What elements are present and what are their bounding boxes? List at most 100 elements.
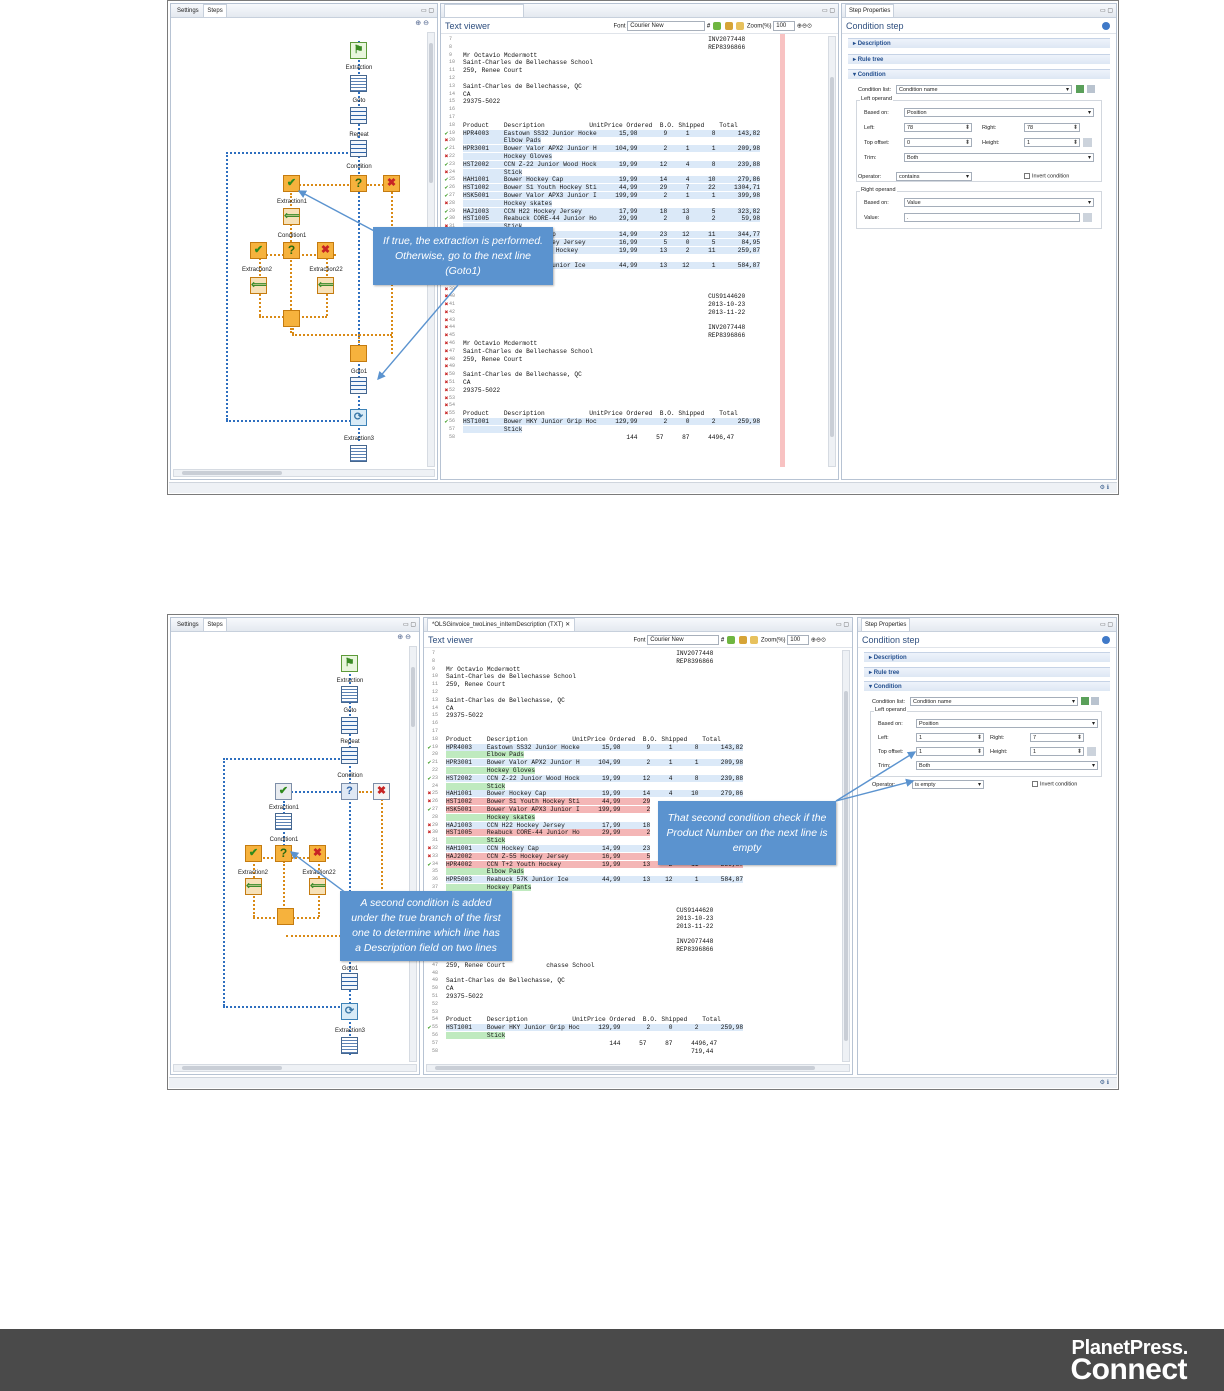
top-offset-input[interactable]: 1 xyxy=(916,747,984,756)
extraction2-icon[interactable]: ⟸ xyxy=(245,878,262,895)
goto1-icon[interactable] xyxy=(350,377,367,394)
trim-select[interactable]: Both xyxy=(916,761,1098,770)
zoom-input[interactable]: 100 xyxy=(773,21,796,31)
operator-select[interactable]: is empty xyxy=(912,780,984,789)
condition-list-select[interactable]: Condition name xyxy=(896,85,1072,94)
extraction22-icon[interactable]: ⟸ xyxy=(317,277,334,294)
repeat-icon[interactable] xyxy=(350,140,367,157)
add-condition-icon[interactable] xyxy=(1076,85,1084,93)
zoom-in-icon[interactable]: ⊕ xyxy=(810,637,816,644)
panel-controls[interactable]: ▭ ▢ xyxy=(1099,8,1113,14)
condition1-icon[interactable]: ? xyxy=(275,845,292,862)
lock-icon[interactable] xyxy=(750,636,759,644)
zoom-out-icon[interactable]: ⊖ xyxy=(815,637,821,644)
lock-icon[interactable] xyxy=(736,22,745,30)
condition1-icon[interactable]: ? xyxy=(283,242,300,259)
extraction1-icon[interactable] xyxy=(275,813,292,830)
right-based-on-select[interactable]: Value xyxy=(904,198,1094,207)
tab-step-properties[interactable]: Step Properties xyxy=(861,618,911,631)
tab-steps[interactable]: Steps xyxy=(203,618,227,631)
editor-hscrollbar[interactable] xyxy=(426,1064,850,1072)
value-input[interactable]: . xyxy=(904,213,1080,222)
steps-hscrollbar[interactable] xyxy=(173,469,435,477)
remove-condition-icon[interactable] xyxy=(1087,85,1095,93)
tab-steps[interactable]: Steps xyxy=(203,4,227,17)
zoom-in-icon[interactable]: ⊕ xyxy=(415,20,422,27)
tab-settings[interactable]: Settings xyxy=(177,8,199,14)
top-offset-input[interactable]: 0 xyxy=(904,138,972,147)
help-icon[interactable] xyxy=(1102,636,1110,644)
panel-controls[interactable]: ▭ ▢ xyxy=(1099,622,1113,628)
extraction22-icon[interactable]: ⟸ xyxy=(309,878,326,895)
steps-scrollbar[interactable] xyxy=(409,646,417,1062)
section-rule-tree[interactable]: ▸ Rule tree xyxy=(848,54,1110,64)
zoom-fit-icon[interactable]: ⊙ xyxy=(820,637,826,644)
operator-select[interactable]: contains xyxy=(896,172,972,181)
true-branch-icon[interactable]: ✔ xyxy=(250,242,267,259)
editor-scrollbar[interactable] xyxy=(842,650,850,1062)
goto-icon[interactable] xyxy=(341,717,358,734)
pick-icon[interactable] xyxy=(1087,747,1096,756)
panel-controls[interactable]: ▭ ▢ xyxy=(420,8,434,14)
panel-controls[interactable]: ▭ ▢ xyxy=(402,622,416,628)
height-input[interactable]: 1 xyxy=(1030,747,1084,756)
trim-select[interactable]: Both xyxy=(904,153,1094,162)
remove-condition-icon[interactable] xyxy=(1091,697,1099,705)
help-icon[interactable] xyxy=(1102,22,1110,30)
condition-icon[interactable]: ? xyxy=(350,175,367,192)
flag-icon[interactable]: ⚑ xyxy=(350,42,367,59)
extraction1-icon[interactable]: ⟸ xyxy=(283,208,300,225)
extraction-icon[interactable] xyxy=(341,686,358,703)
true-branch-icon[interactable]: ✔ xyxy=(275,783,292,800)
left-input[interactable]: 78 xyxy=(904,123,972,132)
false-branch-icon[interactable]: ✖ xyxy=(373,783,390,800)
leaf-icon[interactable] xyxy=(726,636,735,644)
section-rule-tree[interactable]: ▸ Rule tree xyxy=(864,667,1110,677)
steps-hscrollbar[interactable] xyxy=(173,1064,417,1072)
add-condition-icon[interactable] xyxy=(1081,697,1089,705)
section-condition[interactable]: ▾ Condition xyxy=(864,681,1110,691)
true-branch-icon[interactable]: ✔ xyxy=(283,175,300,192)
extraction2-icon[interactable]: ⟸ xyxy=(250,277,267,294)
zoom-tools[interactable]: ⊕ ⊖ xyxy=(171,632,419,644)
false-branch-icon[interactable]: ✖ xyxy=(317,242,334,259)
status-icons[interactable]: ⚙ ℹ xyxy=(1099,485,1109,491)
leaf-icon[interactable] xyxy=(712,22,721,30)
editor-tab-file[interactable] xyxy=(444,4,525,17)
invert-condition-checkbox[interactable]: Invert condition xyxy=(1032,781,1077,787)
zoom-in-icon[interactable]: ⊕ xyxy=(796,23,802,30)
tab-step-properties[interactable]: Step Properties xyxy=(845,4,895,17)
extraction-icon[interactable] xyxy=(350,75,367,92)
zoom-out-icon[interactable]: ⊖ xyxy=(801,23,807,30)
font-select[interactable]: Courier New xyxy=(647,635,720,645)
loop-icon[interactable]: ⟳ xyxy=(350,409,367,426)
condition-icon[interactable]: ? xyxy=(341,783,358,800)
loop-icon[interactable]: ⟳ xyxy=(341,1003,358,1020)
status-icons[interactable]: ⚙ ℹ xyxy=(1099,1080,1109,1086)
zoom-in-icon[interactable]: ⊕ xyxy=(397,634,404,641)
dict-icon[interactable] xyxy=(738,636,747,644)
goto-icon[interactable] xyxy=(350,107,367,124)
false-branch-icon[interactable]: ✖ xyxy=(309,845,326,862)
flag-icon[interactable]: ⚑ xyxy=(341,655,358,672)
condition-list-select[interactable]: Condition name xyxy=(910,697,1078,706)
left-input[interactable]: 1 xyxy=(916,733,984,742)
repeat-icon[interactable] xyxy=(341,747,358,764)
right-input[interactable]: 7 xyxy=(1030,733,1084,742)
close-icon[interactable]: ✕ xyxy=(565,622,571,628)
font-select[interactable]: Courier New xyxy=(627,21,706,31)
section-description[interactable]: ▸ Description xyxy=(864,652,1110,662)
section-description[interactable]: ▸ Description xyxy=(848,38,1110,48)
zoom-out-icon[interactable]: ⊖ xyxy=(423,20,429,27)
pick-icon[interactable] xyxy=(1083,138,1092,147)
zoom-fit-icon[interactable]: ⊙ xyxy=(806,23,812,30)
false-branch-icon[interactable]: ✖ xyxy=(383,175,400,192)
tab-settings[interactable]: Settings xyxy=(177,622,199,628)
based-on-select[interactable]: Position xyxy=(916,719,1098,728)
right-input[interactable]: 78 xyxy=(1024,123,1080,132)
zoom-input[interactable]: 100 xyxy=(787,635,810,645)
section-condition[interactable]: ▾ Condition xyxy=(848,69,1110,79)
editor-scrollbar[interactable] xyxy=(828,36,836,467)
dict-icon[interactable] xyxy=(724,22,733,30)
